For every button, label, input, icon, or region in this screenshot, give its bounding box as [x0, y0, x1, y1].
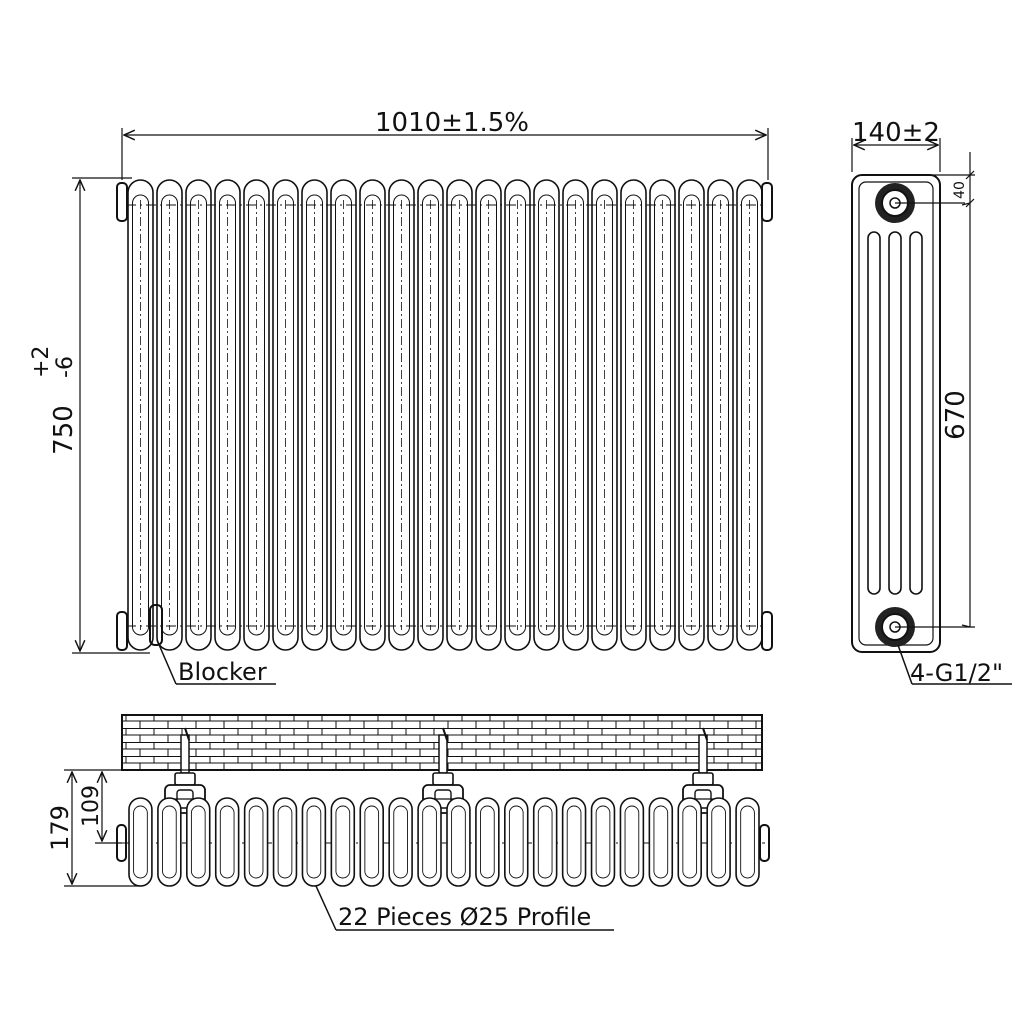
top-view: 179 109 22 Pieces Ø25 Profile — [46, 714, 770, 931]
front-tube — [359, 179, 386, 651]
side-width-dimension — [851, 138, 941, 172]
top-tube — [388, 797, 413, 887]
side-column — [909, 231, 923, 595]
front-tube — [649, 179, 676, 651]
top-tube — [706, 797, 731, 887]
top-tube — [446, 797, 471, 887]
profile-label: 22 Pieces Ø25 Profile — [338, 903, 591, 931]
front-tube — [185, 179, 212, 651]
side-top-connection — [875, 183, 965, 223]
front-tube — [591, 179, 618, 651]
front-height-tol-minus: -6 — [53, 356, 78, 378]
top-total-depth-label: 179 — [46, 805, 74, 851]
blocker-label: Blocker — [178, 658, 267, 686]
front-tube — [214, 179, 241, 651]
front-width-dimension — [121, 128, 769, 180]
front-tube — [533, 179, 560, 651]
front-height-tol-plus: +2 — [29, 346, 54, 378]
front-tube — [446, 179, 473, 651]
connections-label: 4-G1/2" — [910, 659, 1003, 687]
top-tube — [128, 797, 153, 887]
front-width-label: 1010±1.5% — [375, 108, 529, 138]
top-tube — [619, 797, 645, 887]
front-tube — [330, 179, 357, 651]
front-tube — [562, 179, 589, 651]
top-tube — [301, 797, 327, 887]
top-tube — [272, 797, 298, 887]
front-tube — [620, 179, 647, 651]
side-view: 4-G1/2" 140±2 40 670 — [851, 118, 1012, 687]
top-tube — [359, 797, 384, 887]
front-tube — [678, 179, 705, 651]
front-tube — [156, 179, 183, 651]
front-tube-group — [126, 179, 764, 651]
top-tube — [677, 797, 702, 887]
side-centers-label: 670 — [941, 390, 971, 440]
top-tube — [243, 797, 269, 887]
profile-leader — [315, 885, 614, 931]
top-tube — [157, 797, 182, 887]
front-height-label: 750 +2 -6 — [29, 346, 79, 455]
blocker-part — [149, 604, 276, 685]
front-end-caps — [116, 182, 773, 651]
front-tube — [417, 179, 444, 651]
front-tube — [388, 179, 415, 651]
top-tube — [214, 797, 240, 887]
front-tube — [272, 179, 299, 651]
top-tube — [648, 797, 674, 887]
top-depth-dimensions — [64, 769, 200, 887]
top-tube — [186, 797, 211, 887]
front-tube — [301, 179, 328, 651]
top-tube-group — [128, 797, 760, 887]
front-tube — [127, 179, 154, 651]
front-view: Blocker 1010±1.5% 750 +2 -6 — [29, 108, 773, 686]
side-column — [867, 231, 881, 595]
top-tube — [561, 797, 587, 887]
top-tube — [417, 797, 442, 887]
top-tube — [330, 797, 356, 887]
front-height-dimension — [72, 177, 150, 654]
top-wall-depth-label: 109 — [79, 785, 104, 827]
front-height-base: 750 — [49, 405, 79, 455]
front-tube — [475, 179, 502, 651]
top-tube — [590, 797, 616, 887]
side-column — [888, 231, 902, 595]
top-tube — [735, 797, 760, 887]
top-tube — [532, 797, 558, 887]
front-tube — [736, 179, 763, 651]
side-column-group — [867, 231, 923, 595]
front-tube — [707, 179, 734, 651]
top-tube — [475, 797, 500, 887]
side-bottom-connection — [875, 607, 1012, 685]
side-height-dimensions — [930, 152, 975, 628]
front-tube — [504, 179, 531, 651]
top-tube — [504, 797, 529, 887]
front-tube — [243, 179, 270, 651]
side-width-label: 140±2 — [852, 118, 940, 148]
side-offset-label: 40 — [952, 181, 968, 199]
